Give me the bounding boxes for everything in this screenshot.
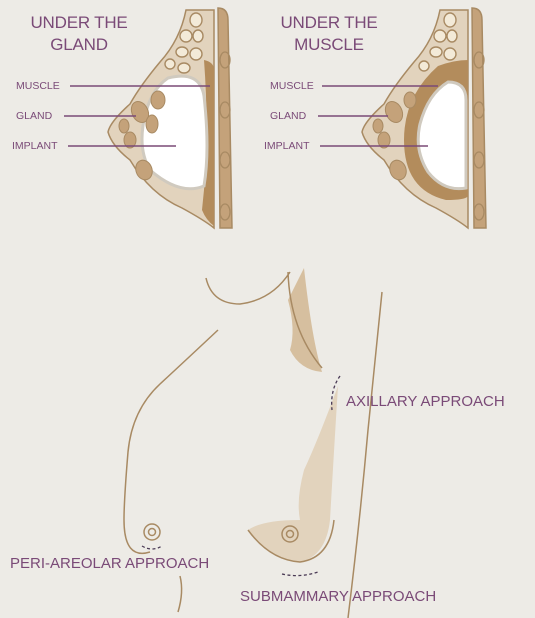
under-muscle-title-line2: MUSCLE (254, 34, 404, 56)
under-muscle-title: UNDER THE MUSCLE (254, 12, 404, 56)
right-implant-label: IMPLANT (264, 140, 310, 152)
left-implant-label: IMPLANT (12, 140, 58, 152)
left-chest-outline (124, 330, 218, 553)
arm-outline (206, 272, 290, 304)
under-muscle-title-line1: UNDER THE (254, 12, 404, 34)
left-nipple (149, 529, 156, 536)
armpit-shade (288, 268, 322, 372)
left-muscle-label: MUSCLE (16, 80, 60, 92)
right-gland-label: GLAND (270, 110, 306, 122)
right-muscle-label: MUSCLE (270, 80, 314, 92)
peri-areolar-incision (142, 546, 162, 549)
left-gland-label: GLAND (16, 110, 52, 122)
submammary-incision (282, 572, 318, 576)
submammary-approach-label: SUBMAMMARY APPROACH (240, 588, 436, 606)
under-gland-title-line1: UNDER THE (4, 12, 154, 34)
peri-areolar-approach-label: PERI-AREOLAR APPROACH (10, 555, 209, 573)
axillary-approach-label: AXILLARY APPROACH (346, 393, 505, 411)
left-waist-outline (178, 576, 182, 612)
back-outline (348, 292, 382, 618)
left-areola (144, 524, 160, 540)
under-gland-title: UNDER THE GLAND (4, 12, 154, 56)
under-gland-title-line2: GLAND (4, 34, 154, 56)
